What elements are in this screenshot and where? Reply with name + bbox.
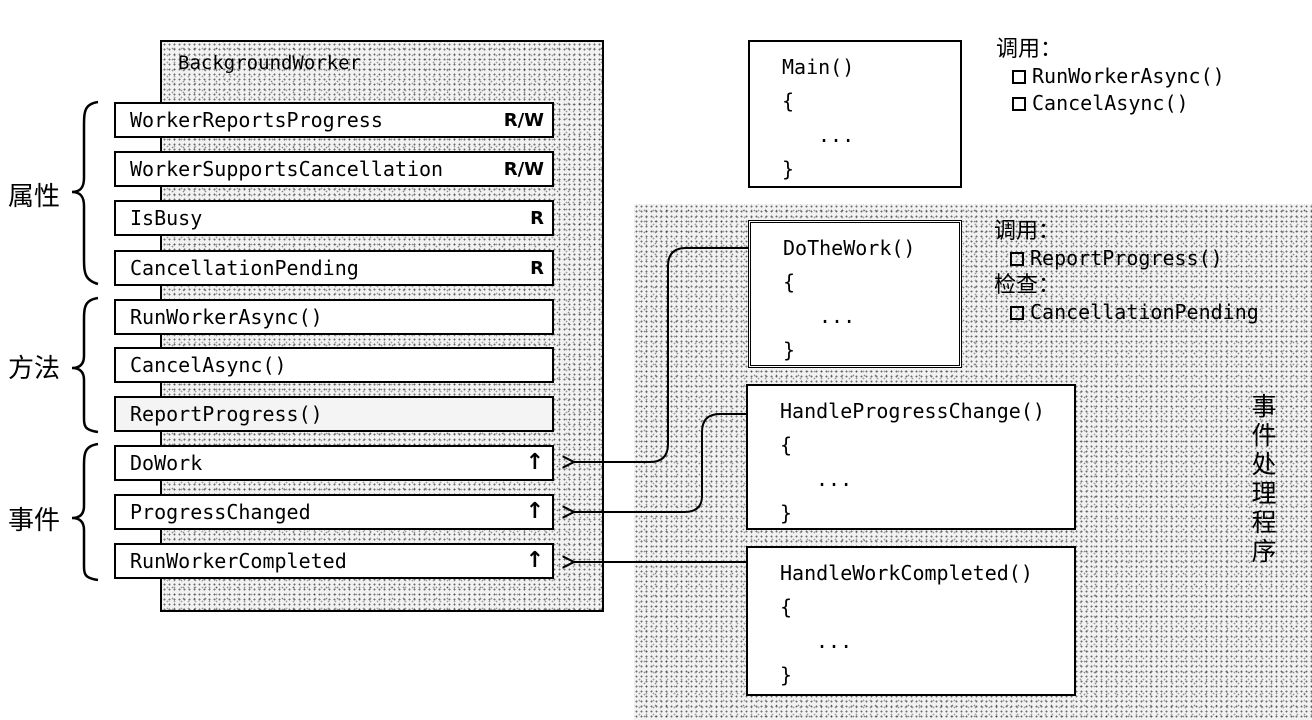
checkbox-icon — [1010, 251, 1024, 266]
lightning-icon: ↑ — [525, 450, 544, 475]
method-row-report-progress: ReportProgress() — [114, 396, 554, 432]
arrow-progress-changed — [574, 413, 746, 512]
property-name: WorkerSupportsCancellation — [130, 157, 444, 181]
method-row-run-worker-async: RunWorkerAsync() — [114, 299, 554, 335]
code-close-brace: } — [780, 501, 793, 525]
lightning-icon: ↑ — [525, 548, 544, 573]
property-access: R/W — [503, 158, 544, 180]
code-body: ... — [818, 123, 855, 147]
method-name: CancelAsync() — [130, 353, 287, 377]
do-the-work-code-box: DoTheWork() { ... } — [748, 220, 962, 368]
checkbox-icon — [1012, 96, 1026, 111]
note-item: CancellationPending — [994, 299, 1259, 326]
main-calls-note: 调用： RunWorkerAsync() CancelAsync() — [996, 36, 1225, 117]
code-signature: DoTheWork() — [783, 236, 916, 260]
event-row-do-work: DoWork ↑ — [114, 445, 554, 481]
property-row-worker-supports-cancellation: WorkerSupportsCancellation R/W — [114, 151, 554, 187]
property-access: R — [530, 257, 544, 279]
property-row-worker-reports-progress: WorkerReportsProgress R/W — [114, 102, 554, 138]
note-item: CancelAsync() — [996, 90, 1225, 117]
property-row-cancellation-pending: CancellationPending R — [114, 250, 554, 286]
code-signature: HandleWorkCompleted() — [780, 561, 1033, 585]
brace-events — [71, 442, 99, 582]
brace-methods — [71, 296, 99, 434]
lightning-icon: ↑ — [525, 499, 544, 524]
method-name: ReportProgress() — [130, 402, 323, 426]
note-item: ReportProgress() — [994, 245, 1259, 272]
note-heading: 调用： — [994, 219, 1061, 244]
code-close-brace: } — [782, 157, 795, 181]
event-row-run-worker-completed: RunWorkerCompleted ↑ — [114, 543, 554, 579]
code-body: ... — [816, 629, 853, 653]
method-name: RunWorkerAsync() — [130, 305, 323, 329]
code-open-brace: { — [780, 595, 793, 619]
code-body: ... — [819, 304, 856, 328]
handle-progress-change-code-box: HandleProgressChange() { ... } — [746, 384, 1076, 530]
background-worker-title: BackgroundWorker — [178, 52, 362, 74]
group-label-methods: 方法 — [8, 354, 61, 384]
event-row-progress-changed: ProgressChanged ↑ — [114, 494, 554, 530]
code-open-brace: { — [783, 270, 796, 294]
property-row-is-busy: IsBusy R — [114, 200, 554, 236]
code-body: ... — [816, 467, 853, 491]
main-code-box: Main() { ... } — [748, 40, 962, 188]
property-name: WorkerReportsProgress — [130, 108, 383, 132]
arrow-do-work — [574, 247, 748, 462]
property-name: CancellationPending — [130, 256, 359, 280]
property-access: R/W — [503, 109, 544, 131]
code-close-brace: } — [783, 338, 796, 362]
property-name: IsBusy — [130, 206, 203, 230]
method-row-cancel-async: CancelAsync() — [114, 347, 554, 383]
code-open-brace: { — [780, 433, 793, 457]
event-name: RunWorkerCompleted — [130, 549, 347, 573]
event-name: DoWork — [130, 451, 203, 475]
note-heading: 调用： — [996, 37, 1063, 62]
code-signature: HandleProgressChange() — [780, 399, 1045, 423]
handle-work-completed-code-box: HandleWorkCompleted() { ... } — [746, 546, 1076, 696]
checkbox-icon — [1012, 69, 1026, 84]
note-item: RunWorkerAsync() — [996, 63, 1225, 90]
group-label-properties: 属性 — [8, 182, 61, 212]
code-close-brace: } — [780, 663, 793, 687]
note-heading: 检查： — [994, 273, 1061, 298]
do-the-work-note: 调用： ReportProgress() 检查： CancellationPen… — [994, 218, 1259, 326]
brace-properties — [71, 100, 99, 286]
code-signature: Main() — [782, 55, 855, 79]
group-label-events: 事件 — [8, 506, 61, 536]
event-handlers-label: 事 件 处 理 程 序 — [1251, 392, 1277, 566]
property-access: R — [530, 207, 544, 229]
code-open-brace: { — [782, 89, 795, 113]
event-name: ProgressChanged — [130, 500, 311, 524]
checkbox-icon — [1010, 305, 1024, 320]
